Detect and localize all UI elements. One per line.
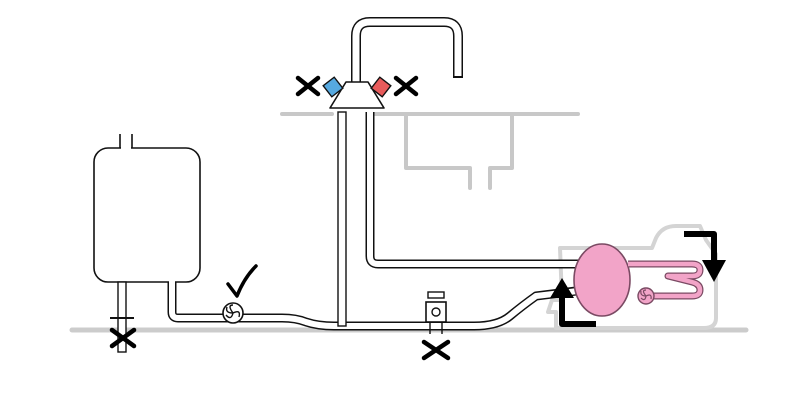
storage-tank [93,147,201,283]
cross-mark-icon [393,75,419,97]
pump-fan-icon [222,302,244,324]
heating-coil-fill [628,261,703,299]
flow-arrow-icon [684,231,717,262]
flow-arrow-icon [559,296,596,327]
cross-mark-icon [295,75,321,97]
sink-basin [404,114,514,190]
feed-pipe-bore [169,280,587,329]
heat-exchanger-cylinder [573,243,631,317]
tank-vent-gap [121,134,131,149]
faucet-spout [351,17,463,82]
hot-inlet-valve [370,76,392,98]
cross-mark-icon [109,327,137,349]
cold-inlet-valve [322,76,344,98]
floor-isolation-valve [421,291,451,361]
hot-supply-pipe-bore [367,110,582,267]
tank-vent-pipe [119,134,133,148]
appliance-housing [546,224,718,330]
check-mark-icon [226,264,258,298]
cold-riser-pipe [337,111,347,327]
cross-mark-icon [421,339,451,361]
pump-fan-icon [637,287,655,305]
faucet-spout-bore [352,18,462,84]
flow-arrow-icon [550,278,574,298]
hot-supply-pipe [365,112,580,269]
flow-arrow-icon [702,260,726,282]
tank-drain-valve [109,317,137,349]
